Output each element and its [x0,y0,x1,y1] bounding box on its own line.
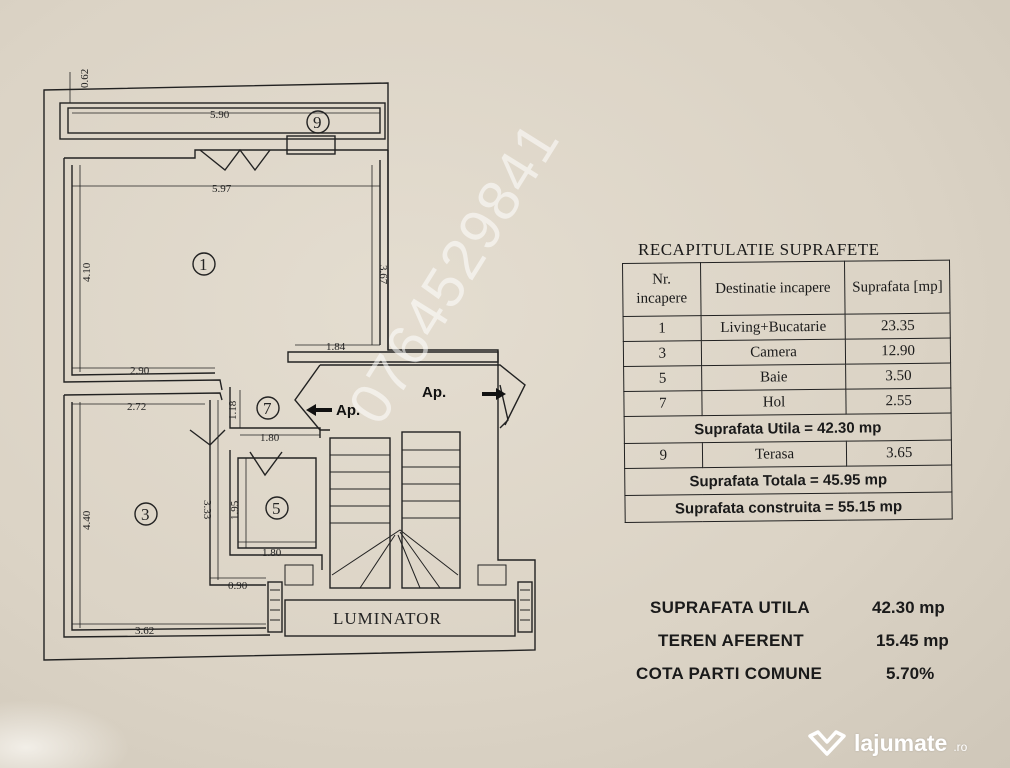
room-label-1: 1 [199,255,208,274]
dim-0-90: 0.90 [228,580,248,592]
table-row: 3 Camera 12.90 [623,338,951,367]
ap-label-right: Ap. [422,384,446,401]
summary-key: TEREN AFERENT [658,631,804,650]
arrow-left-icon [306,404,332,416]
header-destinatie: Destinatie incapere [700,261,846,316]
ap-label-left: Ap. [336,402,360,419]
dim-3-33: 3.33 [201,500,213,520]
recap-title: RECAPITULATIE SUPRAFETE [638,240,880,259]
arrow-right-icon [482,388,506,400]
summary-key: COTA PARTI COMUNE [636,664,823,683]
dim-1-80-hall: 1.80 [260,432,280,444]
dim-3-67: 3.67 [377,265,389,285]
table-row: 5 Baie 3.50 [623,363,951,392]
dim-1-80-bath: 1.80 [262,547,282,559]
cell-dest: Baie [701,364,847,391]
dim-3-62: 3.62 [135,625,154,637]
dim-2-90: 2.90 [130,365,150,377]
table-row: 9 Terasa 3.65 [624,440,952,469]
room-label-7: 7 [263,399,272,418]
sum-totala-row: Suprafata Totala = 45.95 mp [624,465,952,496]
cell-nr: 9 [624,442,703,469]
dim-5-97: 5.97 [212,183,232,195]
dim-4-10: 4.10 [81,262,93,282]
cell-supr: 23.35 [845,313,951,340]
recap-header-row: Nr. incapere Destinatie incapere Suprafa… [622,260,951,317]
brand-logo[interactable]: lajumate .ro [806,728,967,758]
summary-value: 42.30 mp [872,598,945,617]
room-label-9: 9 [313,113,322,132]
cell-dest: Living+Bucatarie [700,314,846,341]
dim-1-95: 1.95 [229,500,241,520]
brand-name: lajumate [854,729,948,756]
table-row: 1 Living+Bucatarie 23.35 [623,313,951,342]
brand-tld: .ro [953,740,968,754]
cell-supr: 2.55 [846,388,952,415]
cell-dest: Camera [701,339,846,366]
summary-key: SUPRAFATA UTILA [650,598,811,617]
recap-table: Nr. incapere Destinatie incapere Suprafa… [622,260,953,523]
sum-totala: Suprafata Totala = 45.95 mp [624,465,952,496]
dim-1-18: 1.18 [227,400,239,420]
cell-supr: 3.65 [846,440,952,467]
header-nr: Nr. incapere [622,262,701,317]
cell-nr: 1 [623,315,702,342]
dim-5-90: 5.90 [210,109,230,121]
cell-supr: 12.90 [845,338,951,365]
header-suprafata: Suprafata [mp] [844,260,951,315]
table-row: 7 Hol 2.55 [623,388,952,417]
sum-construita: Suprafata construita = 55.15 mp [624,492,953,523]
dim-4-40: 4.40 [81,510,93,530]
sum-construita-row: Suprafata construita = 55.15 mp [624,492,953,523]
summary-value: 15.45 mp [876,631,949,650]
cell-nr: 3 [623,340,702,367]
room-label-3: 3 [141,505,150,524]
summary-value: 5.70% [886,664,935,683]
dim-2-72: 2.72 [127,401,146,413]
sum-utila-row: Suprafata Utila = 42.30 mp [624,413,952,444]
cell-dest: Hol [701,389,847,416]
room-label-5: 5 [272,499,281,518]
cell-nr: 7 [623,390,702,417]
luminator-label: LUMINATOR [333,609,442,628]
sum-utila: Suprafata Utila = 42.30 mp [624,413,952,444]
cell-dest: Terasa [702,441,848,468]
heart-logo-icon [808,730,846,756]
dim-0-62: 0.62 [79,69,91,88]
blurred-corner [0,700,130,768]
cell-nr: 5 [623,365,702,392]
cell-supr: 3.50 [845,363,951,390]
dim-1-84: 1.84 [326,341,346,353]
